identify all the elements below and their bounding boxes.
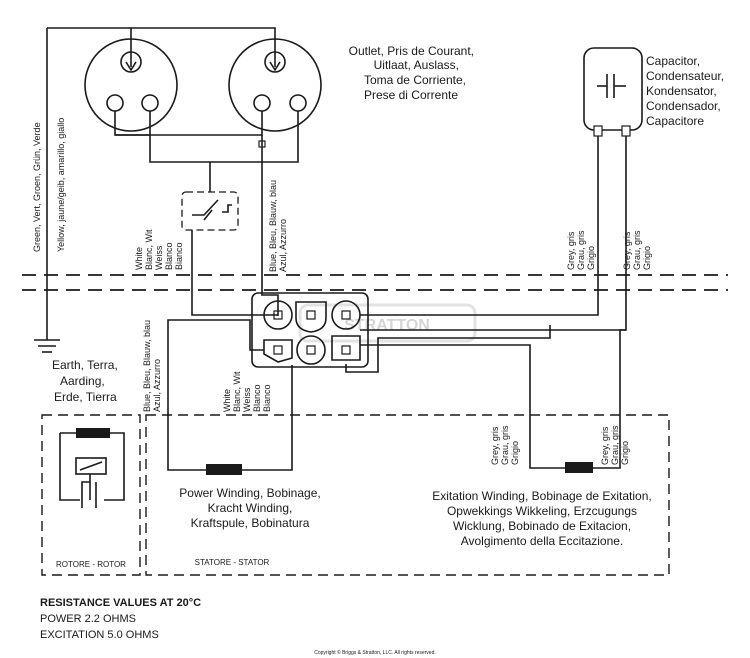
blue-top-label-2: Azul, Azzurro	[278, 219, 288, 272]
excitation-winding-label-line-2: Opwekkings Wikkeling, Erzcugungs	[447, 504, 637, 518]
white-wire	[191, 230, 278, 316]
white-top-label-4: Blanco	[164, 242, 174, 270]
earth-label-line-3: Erde, Tierra	[54, 390, 117, 404]
grey-top-right-label-1: Grey, gris	[622, 231, 632, 270]
outlet-label-line-4: Prese di Corrente	[364, 88, 458, 102]
white-top-label-5: Bianco	[174, 242, 184, 270]
grey-bottom-right-label-1: Grey, gris	[600, 426, 610, 465]
outlet-label-line-2: Uitlaat, Auslass,	[374, 58, 459, 72]
capacitor-icon	[583, 47, 643, 137]
white-bottom-label-1: White	[222, 389, 232, 412]
power-winding-coil	[206, 464, 242, 475]
rotor-label: ROTORE - ROTOR	[56, 560, 126, 569]
white-top-label-3: Weiss	[154, 245, 164, 270]
blue-stator-wire	[167, 319, 264, 471]
outlet-receptacle-right	[228, 38, 322, 132]
grey-connector-wire	[345, 325, 551, 373]
blue-wire	[261, 135, 279, 316]
white-top-label-2: Blanc, Wit	[144, 229, 154, 270]
earth-label-line-1: Earth, Terra,	[52, 358, 118, 372]
white-stator-wire	[240, 365, 293, 471]
capacitor-label-line-4: Condensador,	[646, 99, 721, 113]
yellow-wire-label: Yellow, jaune/geib, amarillo, giallo	[56, 118, 66, 252]
rotor-box	[41, 414, 141, 576]
grey-bottom-left-label-1: Grey, gris	[490, 426, 500, 465]
grey-stator-wire-right	[590, 329, 626, 469]
excitation-winding-label-line-4: Avolgimento della Eccitazione.	[461, 534, 624, 548]
excitation-winding-label-line-1: Exitation Winding, Bobinage de Exitation…	[432, 489, 651, 503]
ground-symbol-icon	[34, 339, 60, 353]
stator-label: STATORE - STATOR	[195, 558, 270, 567]
grey-bottom-right-label-3: Grigio	[620, 441, 630, 465]
copyright-notice: Copyright © Briggs & Stratton, LLC. All …	[314, 649, 436, 656]
blue-bottom-label-2: Azul, Azzurro	[152, 359, 162, 412]
stator-box	[145, 414, 670, 576]
outlet-label-line-3: Toma de Corriente,	[364, 73, 466, 87]
white-bottom-label-5: Bianco	[262, 384, 272, 412]
grey-bottom-left-label-2: Grau, gris	[500, 425, 510, 465]
grey-stator-wire-left	[360, 344, 566, 469]
power-winding-label-line-3: Kraftspule, Bobinatura	[191, 516, 310, 530]
outlet-link-wire-b	[149, 111, 299, 163]
capacitor-wire-right	[360, 136, 627, 331]
watermark-text: STRATTON	[344, 317, 430, 334]
grey-top-left-label-2: Grau, gris	[576, 230, 586, 270]
white-bottom-label-2: Blanc, Wit	[232, 371, 242, 412]
capacitor-label-line-5: Capacitore	[646, 114, 704, 128]
resistance-excitation: EXCITATION 5.0 OHMS	[40, 629, 159, 641]
blue-bottom-label-1: Blue, Bleu, Blauw, blau	[142, 320, 152, 412]
capacitor-label-line-2: Condensateur,	[646, 69, 724, 83]
grey-top-left-label-1: Grey, gris	[566, 231, 576, 270]
grey-top-right-label-2: Grau, gris	[632, 230, 642, 270]
grey-top-right-label-3: Grigio	[642, 246, 652, 270]
white-bottom-label-4: Blanco	[252, 384, 262, 412]
capacitor-label-line-3: Kondensator,	[646, 84, 717, 98]
earth-label-line-2: Aarding,	[60, 374, 105, 388]
white-bottom-label-3: Weiss	[242, 387, 252, 412]
capacitor-label-line-1: Capacitor,	[646, 54, 700, 68]
blue-top-label-1: Blue, Bleu, Blauw, blau	[268, 180, 278, 272]
resistance-title: RESISTANCE VALUES AT 20°C	[40, 597, 201, 609]
capacitor-wire-left	[360, 136, 599, 316]
rotor-assembly-icon	[59, 428, 125, 508]
power-winding-label-line-2: Kracht Winding,	[208, 501, 293, 515]
grey-bottom-right-label-2: Grau, gris	[610, 425, 620, 465]
resistance-power: POWER 2.2 OHMS	[40, 613, 136, 625]
excitation-winding-label-line-3: Wicklung, Bobinado de Exitacion,	[453, 519, 631, 533]
power-winding-label-line-1: Power Winding, Bobinage,	[179, 486, 320, 500]
circuit-breaker-icon	[181, 191, 239, 231]
white-top-label-1: White	[134, 247, 144, 270]
grey-bottom-left-label-3: Grigio	[510, 441, 520, 465]
grey-top-left-label-3: Grigio	[586, 246, 596, 270]
outlet-label-line-1: Outlet, Pris de Courant,	[349, 44, 474, 58]
ground-wire-label: Green, Vert, Groen, Grün, Verde	[32, 122, 42, 252]
outlet-receptacle-left	[84, 38, 178, 132]
excitation-winding-coil	[565, 462, 593, 473]
ground-bus-wire	[130, 27, 276, 52]
